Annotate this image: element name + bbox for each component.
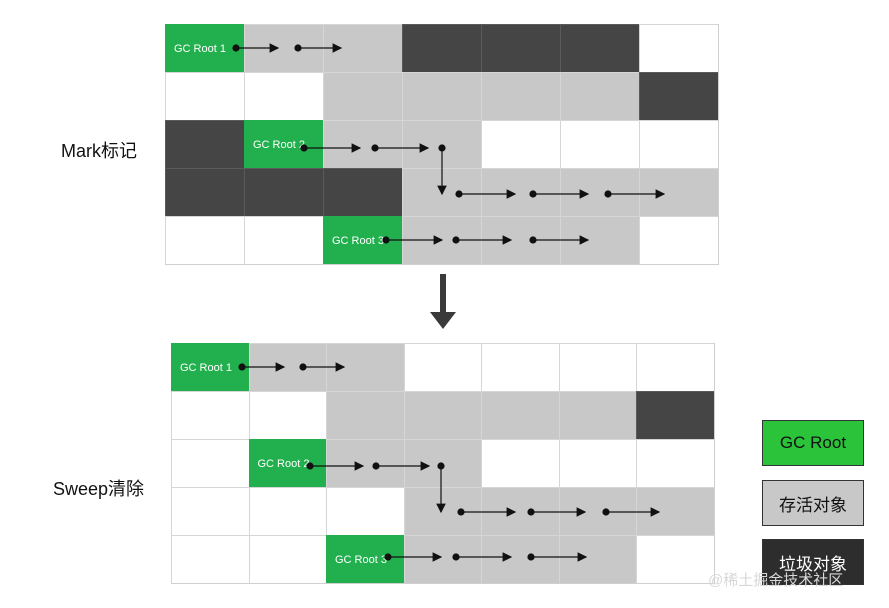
heap-cell [558, 487, 636, 535]
heap-cell [639, 120, 718, 168]
heap-cell [244, 216, 323, 264]
heap-cell: GC Root 3 [323, 216, 402, 264]
mark-phase-label: Mark标记 [61, 141, 137, 161]
heap-cell [326, 343, 404, 391]
heap-cell [558, 535, 636, 583]
heap-cell [165, 168, 244, 216]
heap-cell [560, 24, 639, 72]
gc-root-1-label: GC Root 1 [174, 42, 226, 55]
legend-garbage-object: 垃圾对象 [762, 539, 864, 585]
heap-cell [639, 216, 718, 264]
heap-cell [171, 391, 249, 439]
gc-root-2-label: GC Root 2 [253, 138, 305, 151]
heap-cell [402, 72, 481, 120]
heap-cell: GC Root 3 [326, 535, 404, 583]
heap-cell [326, 391, 404, 439]
heap-cell [558, 391, 636, 439]
heap-cell [402, 24, 481, 72]
gc-root-3-label: GC Root 3 [332, 234, 384, 247]
heap-cell: GC Root 1 [165, 24, 244, 72]
heap-cell [402, 168, 481, 216]
heap-cell [323, 24, 402, 72]
heap-cell [481, 120, 560, 168]
heap-cell [165, 216, 244, 264]
heap-cell [248, 391, 326, 439]
heap-cell [639, 168, 718, 216]
heap-cell [171, 487, 249, 535]
heap-cell [639, 24, 718, 72]
heap-cell [558, 439, 636, 487]
heap-cell [248, 487, 326, 535]
heap-cell [244, 24, 323, 72]
heap-cell [481, 439, 559, 487]
heap-cell [403, 439, 481, 487]
sweep-phase-label: Sweep清除 [53, 479, 145, 499]
heap-cell [639, 72, 718, 120]
heap-cell [481, 168, 560, 216]
heap-cell [323, 72, 402, 120]
gc-root-1-label: GC Root 1 [180, 361, 232, 374]
heap-cell [244, 72, 323, 120]
heap-cell: GC Root 1 [171, 343, 249, 391]
heap-cell [248, 535, 326, 583]
heap-cell [326, 487, 404, 535]
heap-cell [481, 72, 560, 120]
heap-cell [403, 487, 481, 535]
heap-cell [244, 168, 323, 216]
heap-cell [560, 72, 639, 120]
heap-cell [248, 343, 326, 391]
legend-gc-root: GC Root [762, 420, 864, 466]
heap-cell [481, 343, 559, 391]
heap-cell [560, 216, 639, 264]
sweep-heap-grid: GC Root 1 GC Root 2 GC Root 3 [171, 343, 715, 584]
heap-cell [636, 535, 714, 583]
legend-live-object: 存活对象 [762, 480, 864, 526]
down-arrow-icon [430, 274, 456, 329]
heap-cell [636, 391, 714, 439]
heap-cell [481, 487, 559, 535]
heap-cell: GC Root 2 [248, 439, 326, 487]
heap-cell [402, 216, 481, 264]
gc-root-3-label: GC Root 3 [335, 553, 387, 566]
gc-root-2-label: GC Root 2 [257, 457, 310, 470]
heap-cell [636, 343, 714, 391]
heap-cell [171, 535, 249, 583]
heap-cell [560, 120, 639, 168]
heap-cell [403, 391, 481, 439]
heap-cell [323, 168, 402, 216]
watermark: @稀土掘金技术社区 [708, 572, 844, 589]
heap-cell [403, 535, 481, 583]
heap-cell [403, 343, 481, 391]
heap-cell [165, 72, 244, 120]
heap-cell: GC Root 2 [244, 120, 323, 168]
heap-cell [558, 343, 636, 391]
heap-cell [481, 24, 560, 72]
heap-cell [481, 216, 560, 264]
heap-cell [171, 439, 249, 487]
heap-cell [326, 439, 404, 487]
heap-cell [636, 487, 714, 535]
heap-cell [481, 391, 559, 439]
mark-heap-grid: GC Root 1 GC Root 2 GC Root 3 [165, 24, 719, 265]
heap-cell [560, 168, 639, 216]
heap-cell [165, 120, 244, 168]
heap-cell [323, 120, 402, 168]
heap-cell [636, 439, 714, 487]
heap-cell [481, 535, 559, 583]
heap-cell [402, 120, 481, 168]
